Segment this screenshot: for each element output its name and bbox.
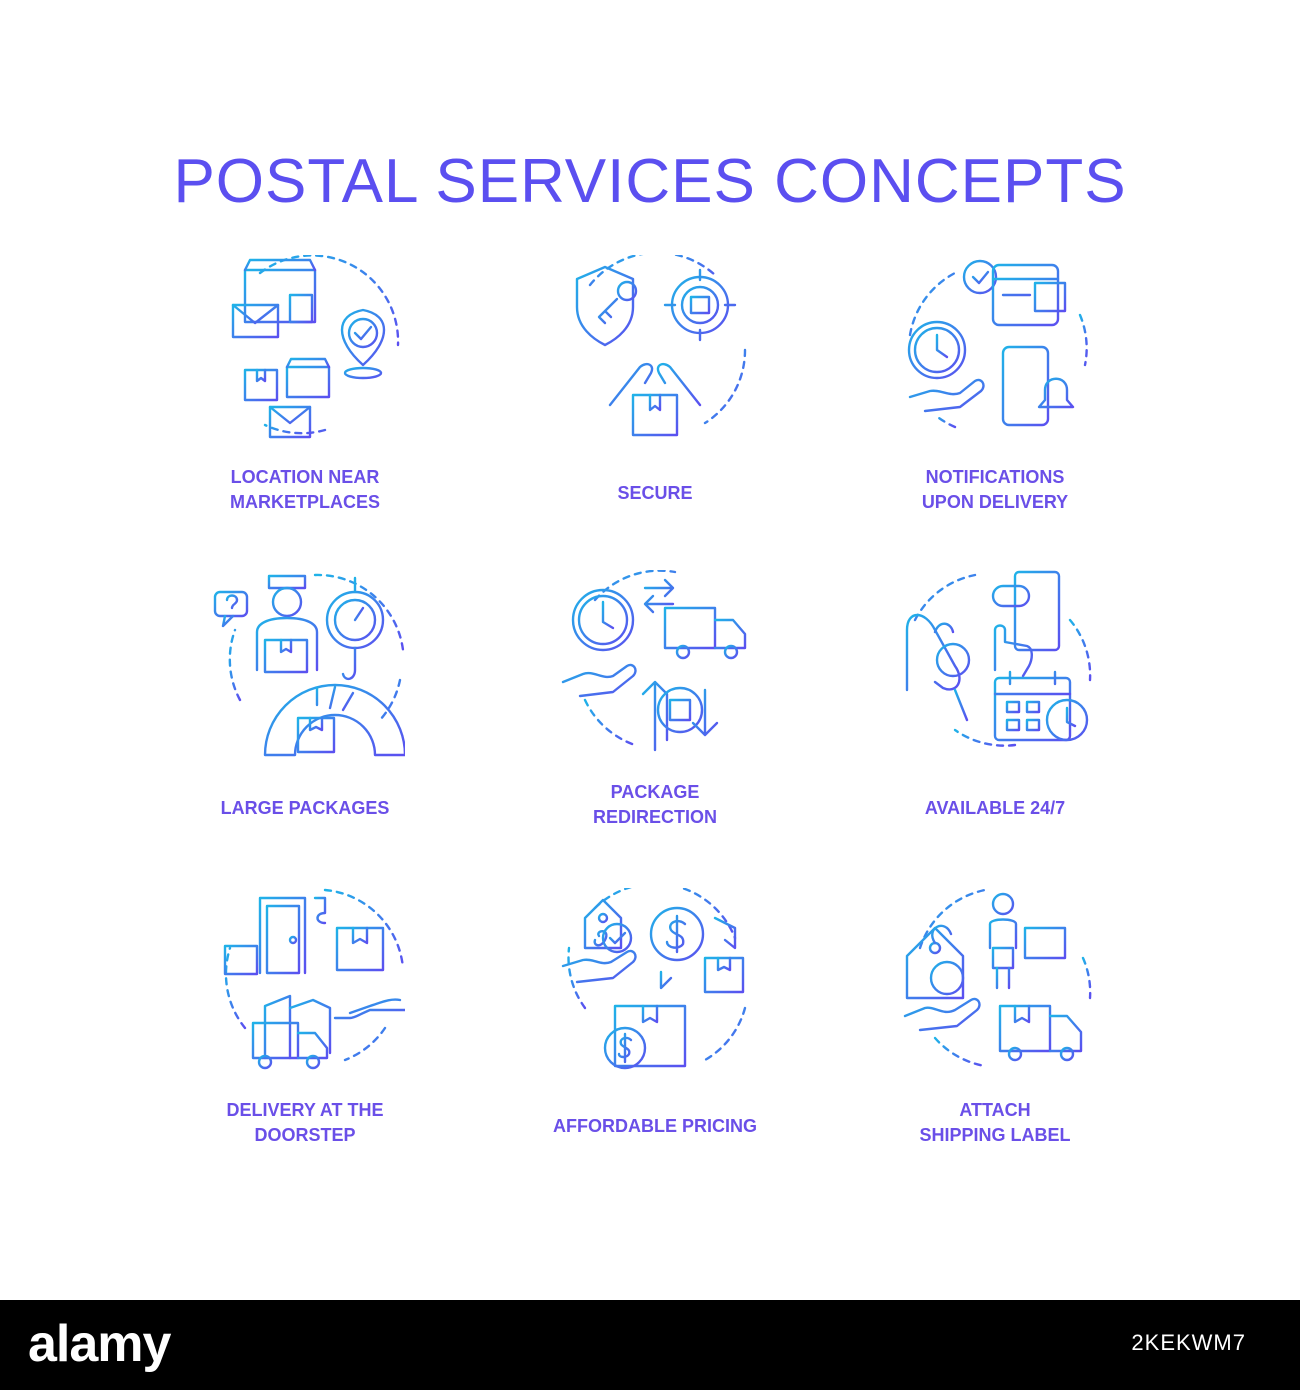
concept-delivery-at-the-doorstep: DELIVERY AT THE DOORSTEP — [205, 888, 465, 1145]
concept-label: AFFORDABLE PRICING — [553, 1116, 757, 1136]
concept-label: LOCATION NEAR MARKETPLACES — [229, 467, 380, 512]
concept-notifications-upon-delivery: NOTIFICATIONS UPON DELIVERY — [895, 255, 1155, 512]
shipping-label-icon — [903, 888, 1092, 1068]
concept-location-near-marketplaces: LOCATION NEAR MARKETPLACES — [205, 255, 465, 512]
concept-secure: SECURE — [555, 255, 815, 503]
concept-label: DELIVERY AT THE DOORSTEP — [226, 1100, 384, 1145]
concept-label: NOTIFICATIONS UPON DELIVERY — [921, 467, 1069, 512]
image-id: 2KEKWM7 — [1131, 1330, 1246, 1355]
concept-attach-shipping-label: ATTACH SHIPPING LABEL — [895, 888, 1155, 1145]
concept-affordable-pricing: AFFORDABLE PRICING — [553, 888, 815, 1136]
calendar-buy-icon — [905, 570, 1092, 747]
marketplace-location-icon — [231, 255, 400, 439]
page-title: POSTAL SERVICES CONCEPTS — [173, 147, 1127, 216]
concept-label: PACKAGE REDIRECTION — [592, 782, 717, 827]
affordable-pricing-icon — [561, 888, 747, 1070]
concept-label: AVAILABLE 24/7 — [924, 798, 1066, 818]
concept-label: LARGE PACKAGES — [220, 798, 390, 818]
alamy-logo: alamy — [28, 1315, 171, 1373]
illustration-canvas: POSTAL SERVICES CONCEPTS — [173, 147, 1155, 1145]
concept-large-packages: LARGE PACKAGES — [205, 570, 465, 818]
concept-label: ATTACH SHIPPING LABEL — [919, 1100, 1071, 1145]
package-redirection-icon — [561, 570, 747, 752]
stock-footer-bar: alamy 2KEKWM7 — [0, 1300, 1300, 1390]
concept-package-redirection: PACKAGE REDIRECTION — [555, 570, 815, 827]
doorstep-delivery-icon — [223, 888, 405, 1070]
delivery-notification-icon — [907, 259, 1088, 429]
secure-package-icon — [575, 255, 747, 437]
concept-available-24-7: AVAILABLE 24/7 — [895, 570, 1155, 818]
concept-label: SECURE — [617, 483, 693, 503]
large-package-scale-icon — [213, 573, 405, 757]
